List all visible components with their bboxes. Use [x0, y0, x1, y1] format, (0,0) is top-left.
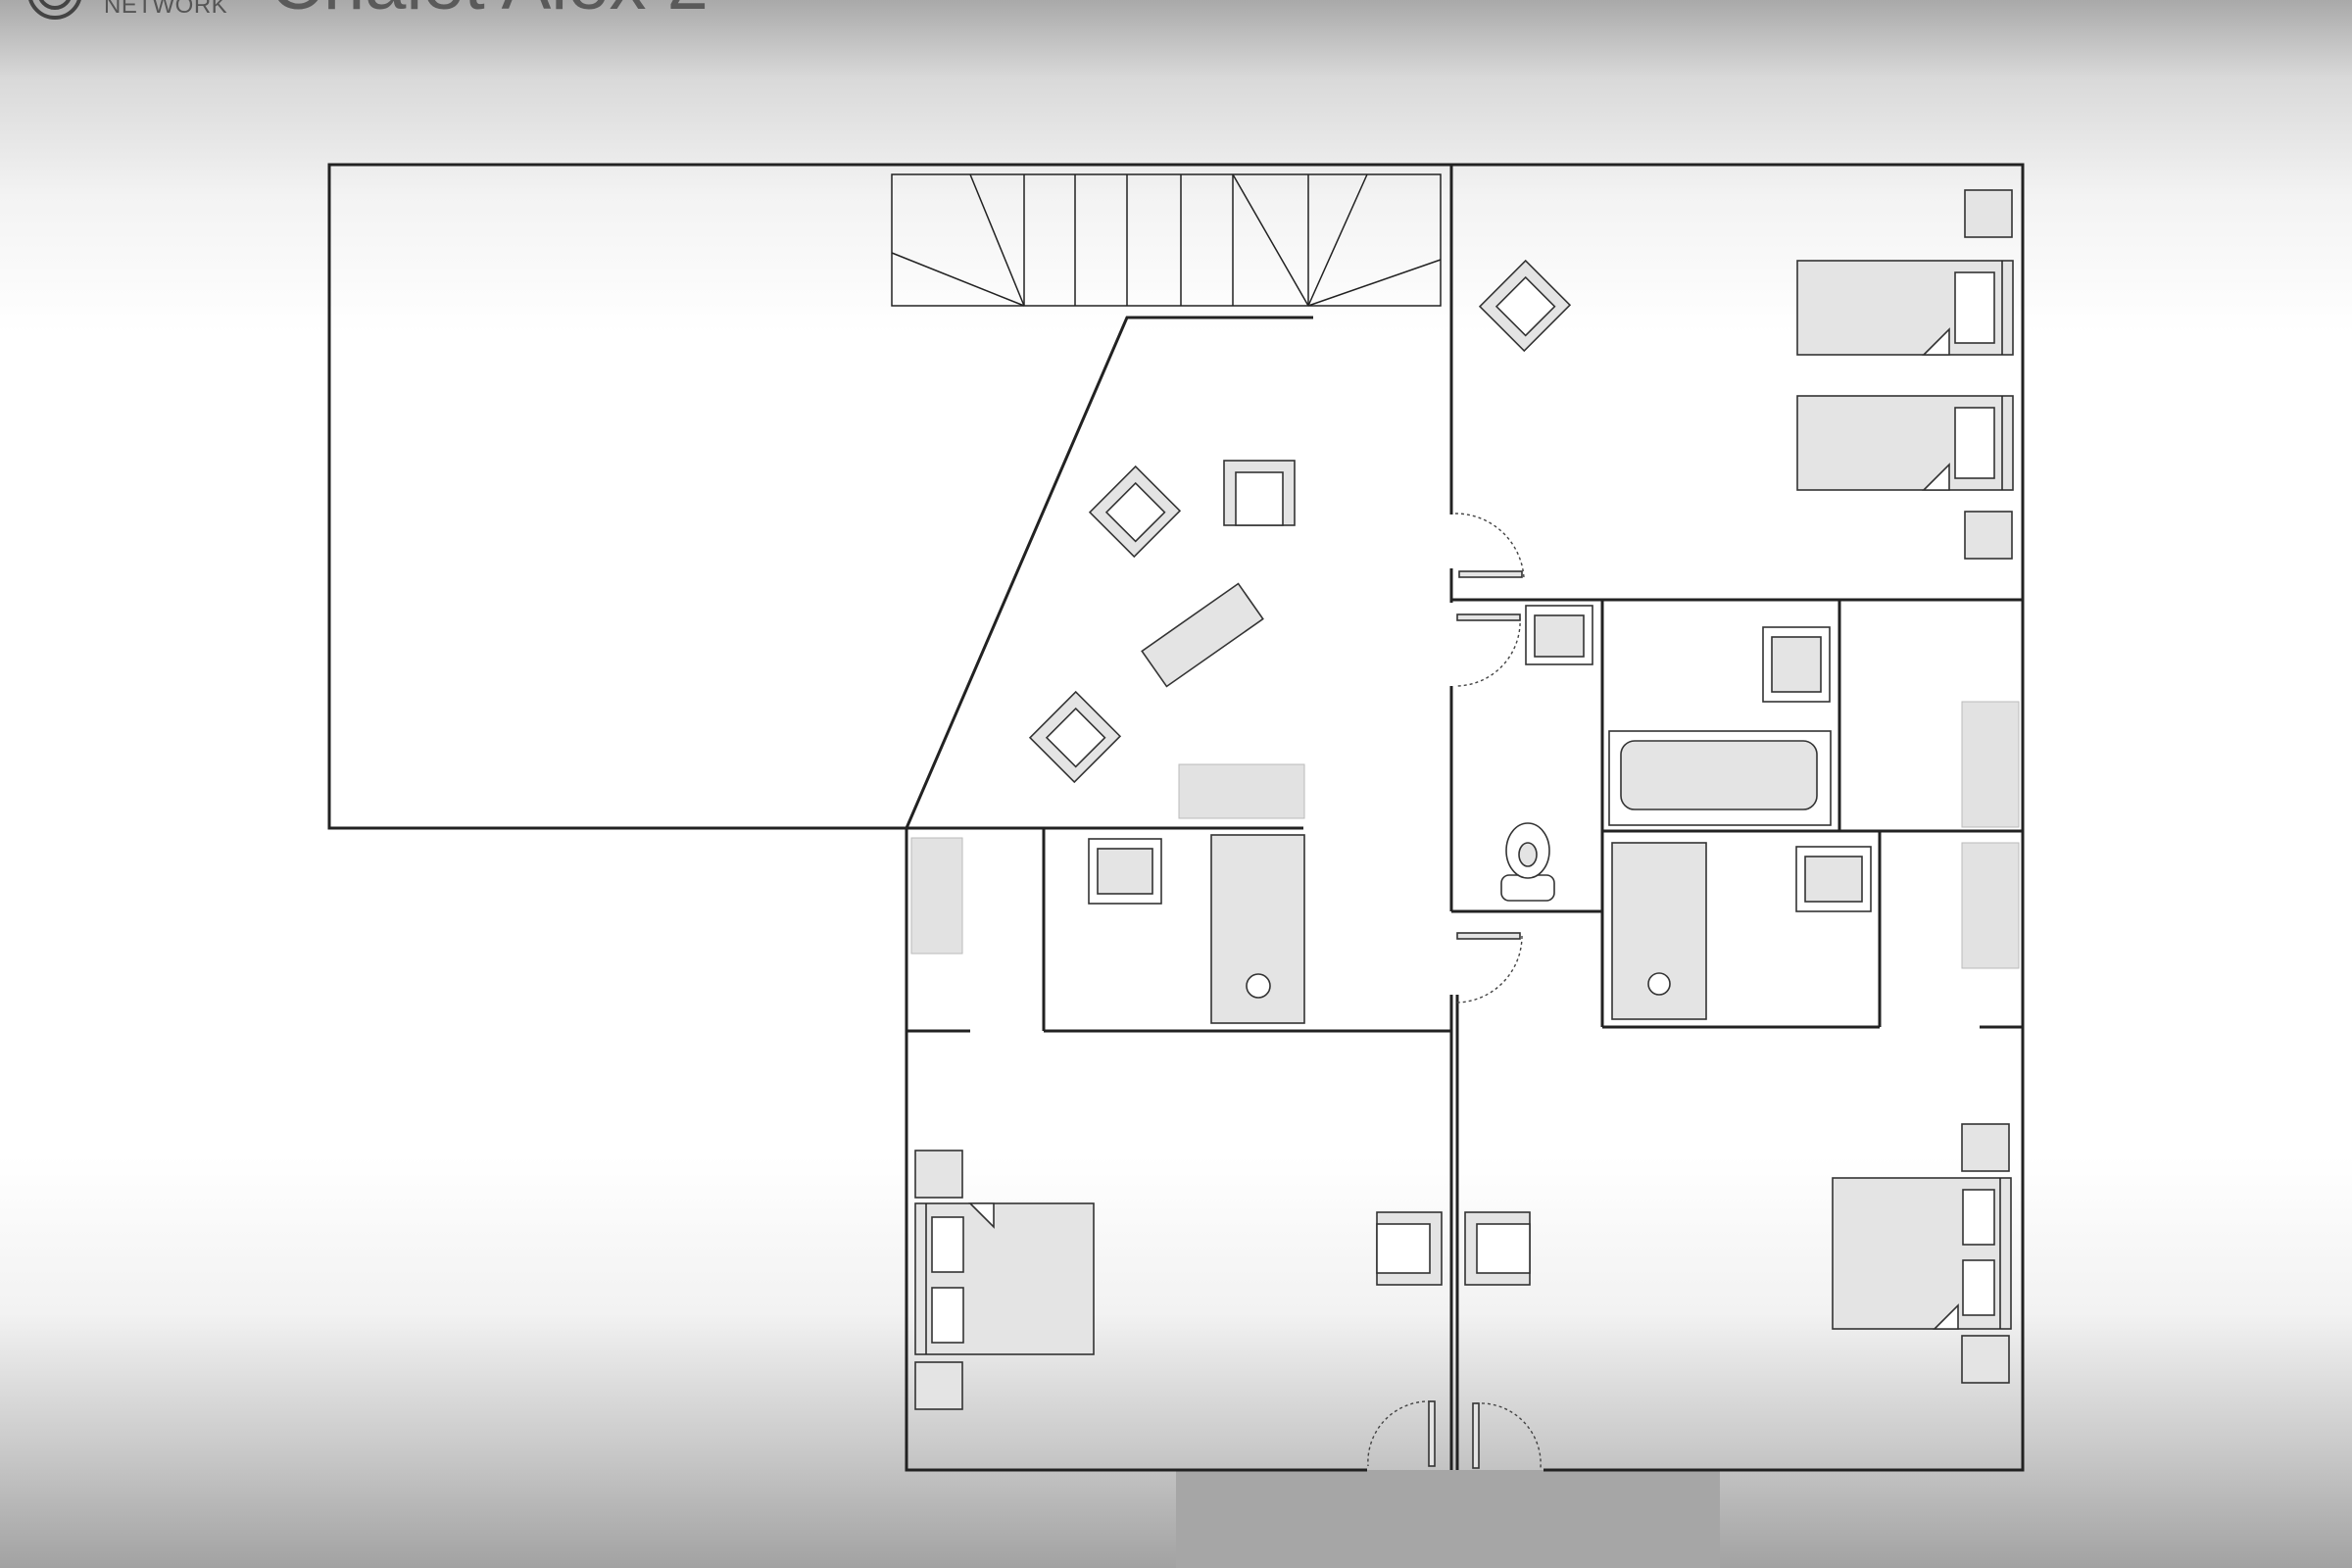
wardrobes: [910, 701, 2020, 969]
nightstand: [1961, 1123, 2010, 1172]
bedroom-lower-right: [1464, 1123, 2012, 1469]
bedroom-lower-left: [914, 1150, 1443, 1467]
bathroom-shower: [1611, 842, 1872, 1020]
double-bed: [1832, 1177, 2012, 1330]
door: [1367, 1400, 1436, 1467]
nightstand: [1961, 1335, 2010, 1384]
nightstand: [1964, 189, 2013, 238]
single-bed: [1796, 395, 2014, 491]
network-label: NETWORK: [104, 0, 228, 19]
single-bed: [1796, 260, 2014, 356]
armchair: [1478, 259, 1572, 353]
bedroom-twin: [1478, 189, 2014, 560]
page-title: Chalet Alex 2: [270, 0, 709, 26]
wardrobe: [1961, 701, 2020, 828]
bathtub: [1608, 730, 1832, 826]
header: NETWORK Chalet Alex 2: [0, 0, 2352, 39]
double-bed: [914, 1202, 1095, 1355]
nightstand: [1964, 511, 2013, 560]
toilet: [1500, 822, 1555, 902]
bathroom-walls: [906, 598, 2023, 1033]
armchair: [1376, 1211, 1443, 1286]
staircase: [891, 173, 1442, 307]
bathroom-tub: [1608, 599, 1832, 826]
nightstand: [914, 1361, 963, 1410]
armchair: [1223, 460, 1296, 526]
wardrobe: [1961, 842, 2020, 969]
network-logo-icon: [28, 0, 81, 20]
living-area-furniture: [1028, 460, 1305, 819]
exterior-walls: [327, 163, 2025, 1472]
door: [1454, 613, 1521, 687]
armchair: [1088, 465, 1182, 559]
sideboard: [1178, 763, 1305, 819]
wardrobe: [910, 837, 963, 955]
coffee-table: [1141, 582, 1264, 688]
armchair: [1028, 690, 1122, 784]
door: [1454, 513, 1525, 579]
door: [1472, 1402, 1542, 1469]
door: [1454, 932, 1523, 1004]
entrance-area: [1176, 1470, 1720, 1568]
mezzanine-edge: [905, 316, 1313, 830]
nightstand: [914, 1150, 963, 1199]
toilet-room: [1454, 605, 1593, 1004]
bathroom-left: [1063, 834, 1305, 1032]
